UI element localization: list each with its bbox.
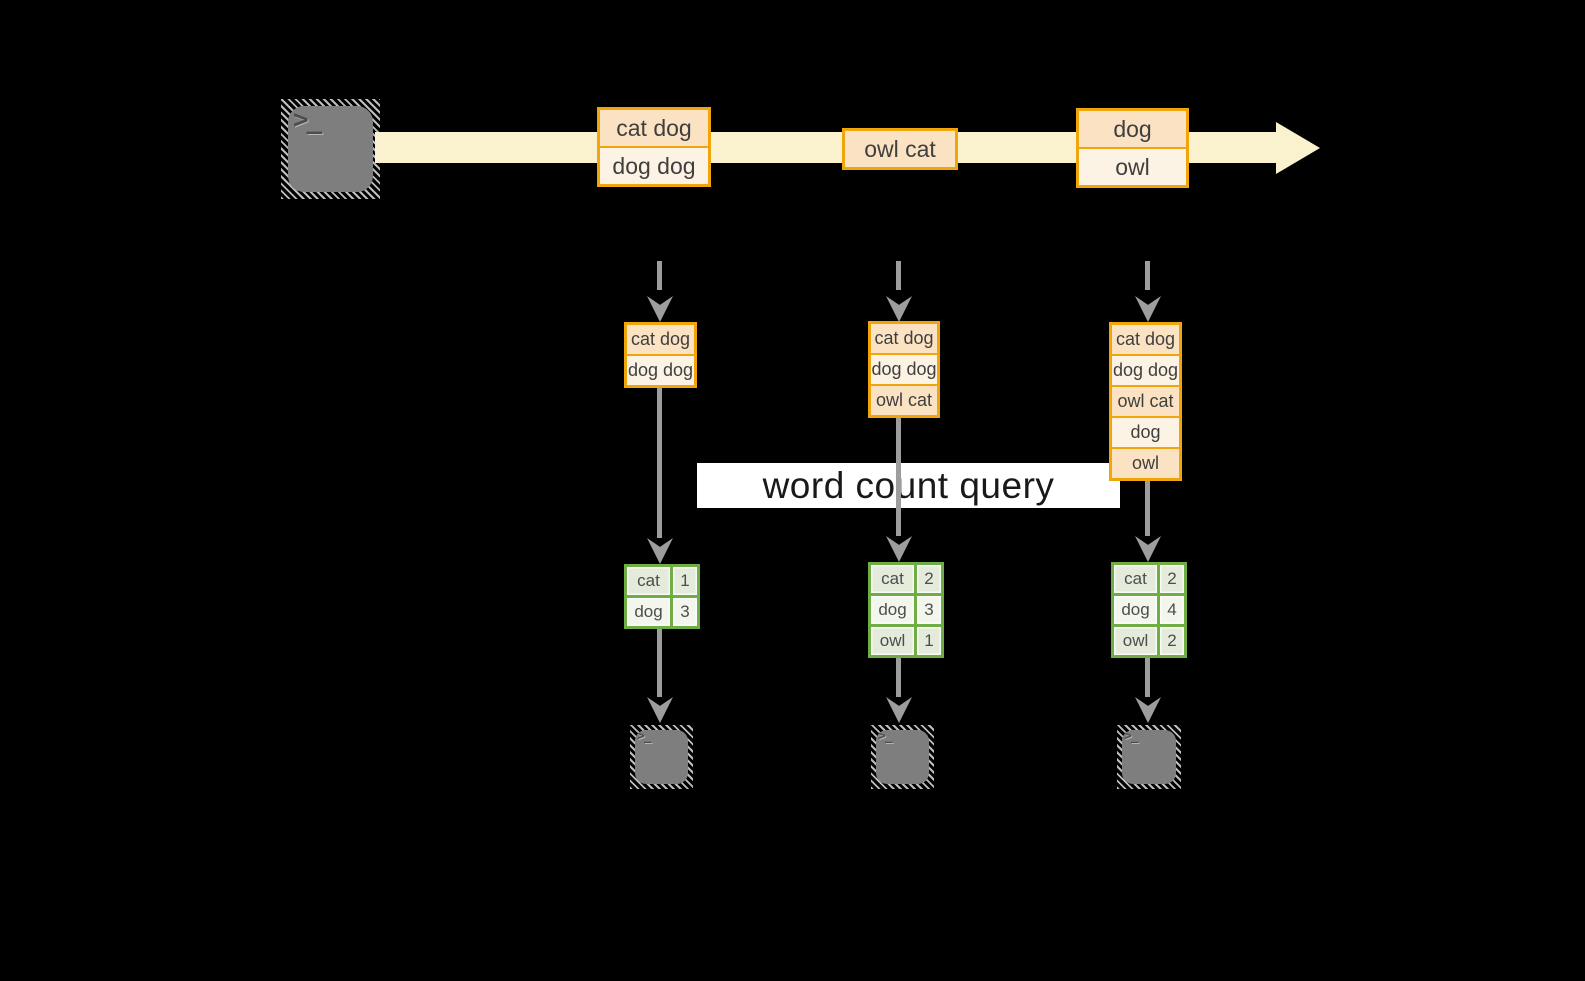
stack-line: owl cat (871, 384, 937, 415)
terminal-face (1122, 730, 1176, 784)
count-cell: 1 (917, 627, 941, 655)
down-arrow-icon (647, 538, 673, 564)
count-cell: 2 (1160, 627, 1184, 655)
word-cell: dog (1114, 596, 1157, 624)
dashed-arrow-line (657, 261, 662, 290)
arrow-line (896, 658, 901, 697)
terminal-face (635, 730, 688, 784)
count-table-1: cat 1 dog 3 (624, 564, 700, 629)
word-count-query-banner: word count query (697, 463, 1120, 508)
stack-line: dog dog (871, 353, 937, 384)
count-cell: 2 (1160, 565, 1184, 593)
stream-arrow-head-icon (1276, 122, 1320, 174)
terminal-prompt-glyph: >_ (637, 729, 652, 744)
dashed-arrow-line (896, 261, 901, 290)
lines-stack-2: cat dog dog dog owl cat (868, 321, 940, 418)
dashed-arrow-line (1145, 261, 1150, 290)
stack-line: cat dog (627, 325, 694, 354)
arrow-line (1145, 658, 1150, 697)
arrow-line (657, 629, 662, 697)
terminal-prompt-glyph: >_ (1124, 729, 1139, 744)
count-cell: 2 (917, 565, 941, 593)
down-arrow-icon (1135, 536, 1161, 562)
count-cell: 1 (673, 567, 697, 595)
terminal-face (288, 106, 373, 192)
count-cell: 3 (917, 596, 941, 624)
terminal-prompt-glyph: >_ (293, 105, 322, 135)
down-arrow-icon (647, 697, 673, 723)
stack-line: dog (1112, 416, 1179, 447)
down-arrow-icon (886, 697, 912, 723)
output-terminal-icon-3: >_ (1117, 725, 1181, 789)
stack-line: cat dog (1112, 325, 1179, 354)
word-cell: owl (871, 627, 914, 655)
lines-stack-1: cat dog dog dog (624, 322, 697, 388)
stack-line: dog dog (627, 354, 694, 385)
word-cell: dog (871, 596, 914, 624)
batch-line: dog dog (600, 146, 708, 184)
count-table-2: cat 2 dog 3 owl 1 (868, 562, 944, 658)
arrow-line (1145, 481, 1150, 536)
stream-batch-3: dog owl (1076, 108, 1189, 188)
output-terminal-icon-1: >_ (630, 725, 693, 789)
terminal-prompt-glyph: >_ (878, 729, 893, 744)
word-cell: owl (1114, 627, 1157, 655)
batch-line: owl cat (845, 131, 955, 167)
count-table-3: cat 2 dog 4 owl 2 (1111, 562, 1187, 658)
stack-line: cat dog (871, 324, 937, 353)
lines-stack-3: cat dog dog dog owl cat dog owl (1109, 322, 1182, 481)
down-arrow-icon (886, 296, 912, 322)
source-terminal-icon: >_ (281, 99, 380, 199)
down-arrow-icon (886, 536, 912, 562)
output-terminal-icon-2: >_ (871, 725, 934, 789)
count-cell: 3 (673, 598, 697, 626)
down-arrow-icon (1135, 296, 1161, 322)
batch-line: cat dog (600, 110, 708, 146)
terminal-face (876, 730, 929, 784)
stack-line: owl cat (1112, 385, 1179, 416)
arrow-line (657, 388, 662, 538)
stack-line: dog dog (1112, 354, 1179, 385)
arrow-line (896, 418, 901, 536)
word-cell: dog (627, 598, 670, 626)
batch-line: owl (1079, 147, 1186, 185)
down-arrow-icon (647, 296, 673, 322)
stack-line: owl (1112, 447, 1179, 478)
batch-line: dog (1079, 111, 1186, 147)
word-cell: cat (627, 567, 670, 595)
down-arrow-icon (1135, 697, 1161, 723)
word-cell: cat (871, 565, 914, 593)
stream-batch-1: cat dog dog dog (597, 107, 711, 187)
stream-batch-2: owl cat (842, 128, 958, 170)
count-cell: 4 (1160, 596, 1184, 624)
word-cell: cat (1114, 565, 1157, 593)
